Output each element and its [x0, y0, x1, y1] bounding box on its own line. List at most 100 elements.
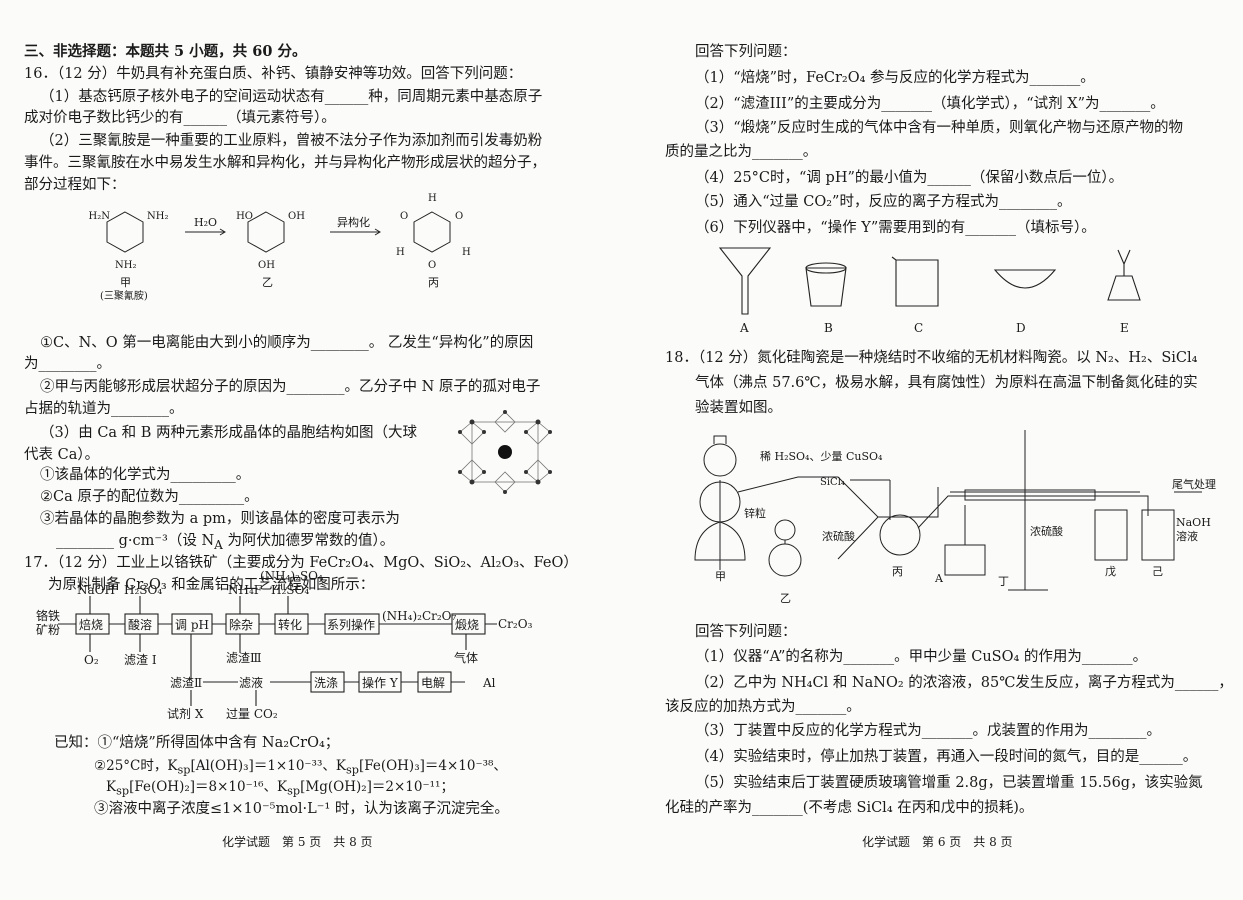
group-label: H: [428, 193, 437, 204]
instrument-label: A: [739, 321, 749, 335]
flow-step: 电解: [421, 676, 445, 690]
group-label: O: [455, 211, 463, 222]
flow-label: (NH₄)₂SO₄: [260, 569, 323, 583]
q16-line: ②甲与丙能够形成层状超分子的原因为________。乙分子中 N 原子的孤对电子: [40, 379, 541, 395]
known-line: Ksp[Fe(OH)₂]＝8×10⁻¹⁶、Ksp[Mg(OH)₂]＝2×10⁻¹…: [106, 779, 454, 798]
compound-label: 丙: [428, 276, 439, 289]
flow-step: 系列操作: [327, 617, 375, 632]
flow-label: NaOH: [77, 583, 115, 597]
q17-line: （3）“煅烧”反应时生成的气体中含有一种单质，则氧化产物与还原产物的物: [695, 120, 1184, 136]
flow-step: 酸溶: [128, 617, 152, 632]
apparatus-label: 丁: [998, 575, 1009, 588]
q17-line: 质的量之比为_______。: [665, 144, 818, 160]
apparatus-label: 乙: [780, 592, 791, 605]
q17-line: （1）“焙烧”时，FeCr₂O₄ 参与反应的化学方程式为_______。: [695, 70, 1095, 86]
group-label: H₂N: [89, 211, 111, 222]
apparatus-label: 己: [1152, 565, 1163, 578]
group-label: H: [462, 247, 471, 258]
q18-line: 18．（12 分）氮化硅陶瓷是一种烧结时不收缩的无机材料陶瓷。以 N₂、H₂、S…: [665, 350, 1198, 366]
apparatus-label: A: [934, 572, 944, 585]
flow-step: 洗涤: [314, 676, 338, 690]
q16-line: 事件。三聚氰胺在水中易发生水解和异构化，并与异构化产物形成层状的超分子，: [24, 155, 546, 171]
apparatus-label: SiCl₄: [820, 477, 845, 488]
reagent-label: 异构化: [337, 215, 370, 229]
apparatus-label: 戊: [1105, 565, 1116, 578]
flow-label: (NH₄)₂Cr₂O₇: [382, 609, 457, 623]
instrument-label: D: [1016, 321, 1026, 335]
flow-label: 矿粉: [36, 623, 60, 637]
apparatus-label: 稀 H₂SO₄、少量 CuSO₄: [760, 450, 883, 463]
flow-label: 滤渣Ⅱ: [170, 676, 202, 690]
flow-label: Al: [482, 676, 496, 690]
q16-line: ②Ca 原子的配位数为_________。: [40, 489, 259, 505]
apparatus-label: 锌粒: [744, 506, 766, 520]
group-label: O: [400, 211, 408, 222]
q18-line: （5）实验结束后丁装置硬质玻璃管增重 2.8g，已装置增重 15.56g，该实验…: [695, 775, 1203, 791]
q17-line: （2）“滤渣III”的主要成分为_______（填化学式），“试剂 X”为___…: [695, 96, 1165, 112]
group-label: H: [396, 247, 405, 258]
flow-step: 煅烧: [455, 617, 479, 632]
compound-label: 乙: [262, 276, 273, 289]
q16-line: 部分过程如下：: [24, 177, 126, 193]
q16-line: （2）三聚氰胺是一种重要的工业原料，曾被不法分子作为添加剂而引发毒奶粉: [40, 133, 543, 149]
q18-line: （4）实验结束时，停止加热丁装置，再通入一段时间的氮气，目的是______。: [695, 749, 1198, 765]
q17-line: 17．（12 分）工业上以铬铁矿（主要成分为 FeCr₂O₄、MgO、SiO₂、…: [24, 555, 578, 571]
group-label: OH: [288, 211, 305, 222]
q17-line: 为原料制备 Cr₂O₃ 和金属铝的工艺流程如图所示：: [48, 577, 375, 593]
flow-label: H₂SO₄: [124, 583, 162, 597]
group-label: OH: [258, 260, 275, 271]
group-label: NH₂: [147, 211, 168, 222]
melamine-reaction-scheme: H₂N NH₂ NH₂ HO OH OH H O O O H H H₂O 异构化…: [89, 193, 471, 302]
page-footer: 化学试题 第 5 页 共 8 页: [222, 835, 373, 849]
process-flowchart: 铬铁 矿粉 NaOH O₂ 焙烧 H₂SO₄ 酸溶 滤渣 I 调 pH NH₄F…: [36, 569, 533, 721]
flow-label: O₂: [84, 653, 99, 667]
q17-line: （6）下列仪器中，“操作 Y”需要用到的有_______（填标号）。: [695, 220, 1096, 236]
instrument-label: C: [914, 321, 923, 335]
q18-line: 化硅的产率为_______(不考虑 SiCl₄ 在丙和戊中的损耗)。: [665, 800, 1034, 816]
flow-label: 铬铁: [36, 608, 60, 623]
q16-line: （1）基态钙原子核外电子的空间运动状态有______种，同周期元素中基态原子: [40, 89, 543, 105]
q17-line: （5）通入“过量 CO₂”时，反应的离子方程式为________。: [695, 194, 1072, 210]
flow-label: 过量 CO₂: [226, 707, 278, 721]
apparatus-label: 浓硫酸: [1030, 524, 1063, 538]
page-footer: 化学试题 第 6 页 共 8 页: [862, 835, 1013, 849]
flow-label: NH₄F: [228, 583, 262, 597]
q18-line: （2）乙中为 NH₄Cl 和 NaNO₂ 的浓溶液，85℃发生反应，离子方程式为…: [695, 675, 1233, 691]
reagent-label: H₂O: [194, 216, 217, 229]
q18-line: 气体（沸点 57.6℃，极易水解，具有腐蚀性）为原料在高温下制备氮化硅的实: [695, 375, 1198, 391]
q18-line: （1）仪器“A”的名称为_______。甲中少量 CuSO₄ 的作用为_____…: [695, 649, 1148, 665]
flow-label: Cr₂O₃: [498, 617, 533, 631]
flow-label: 气体: [454, 650, 478, 665]
instrument-label: E: [1120, 321, 1129, 335]
known-line: ②25°C时，Ksp[Al(OH)₃]＝1×10⁻³³、Ksp[Fe(OH)₃]…: [94, 758, 507, 777]
q16-line: 16．（12 分）牛奶具有补充蛋白质、补钙、镇静安神等功效。回答下列问题：: [24, 66, 523, 82]
flow-step: 操作 Y: [362, 675, 399, 690]
apparatus-label: 尾气处理: [1172, 477, 1216, 491]
q16-line: 为________。: [24, 356, 111, 372]
instrument-options: A B C D E: [718, 247, 1141, 335]
q16-line: 成对价电子数比钙少的有______（填元素符号）。: [24, 110, 336, 126]
compound-note: (三聚氰胺): [100, 289, 148, 302]
group-label: HO: [236, 211, 253, 222]
apparatus-label: 甲: [715, 570, 726, 583]
flow-label: 滤渣Ⅲ: [226, 651, 262, 665]
apparatus-label: NaOH: [1176, 516, 1211, 529]
q17-line: 回答下列问题：: [695, 44, 797, 60]
apparatus-label: 浓硫酸: [822, 529, 855, 543]
q16-line: （3）由 Ca 和 B 两种元素形成晶体的晶胞结构如图（大球: [40, 425, 418, 441]
crystal-cell-diagram: [458, 410, 552, 494]
section-heading: 三、非选择题：本题共 5 小题，共 60 分。: [24, 43, 307, 60]
flow-label: 滤渣 I: [124, 653, 157, 667]
flow-step: 调 pH: [175, 618, 209, 632]
flow-step: 焙烧: [79, 617, 103, 632]
instrument-label: B: [824, 321, 833, 335]
known-line: ③溶液中离子浓度≤1×10⁻⁵mol·L⁻¹ 时，认为该离子沉淀完全。: [94, 801, 509, 817]
q16-line: 占据的轨道为________。: [24, 401, 184, 417]
flow-step: 转化: [278, 617, 302, 632]
group-label: O: [428, 260, 436, 271]
q18-line: 该反应的加热方式为_______。: [665, 699, 861, 715]
known-line: 已知：①“焙烧”所得固体中含有 Na₂CrO₄；: [54, 735, 340, 751]
flow-step: 除杂: [229, 617, 253, 632]
q18-line: 验装置如图。: [695, 400, 782, 416]
group-label: NH₂: [115, 260, 136, 271]
